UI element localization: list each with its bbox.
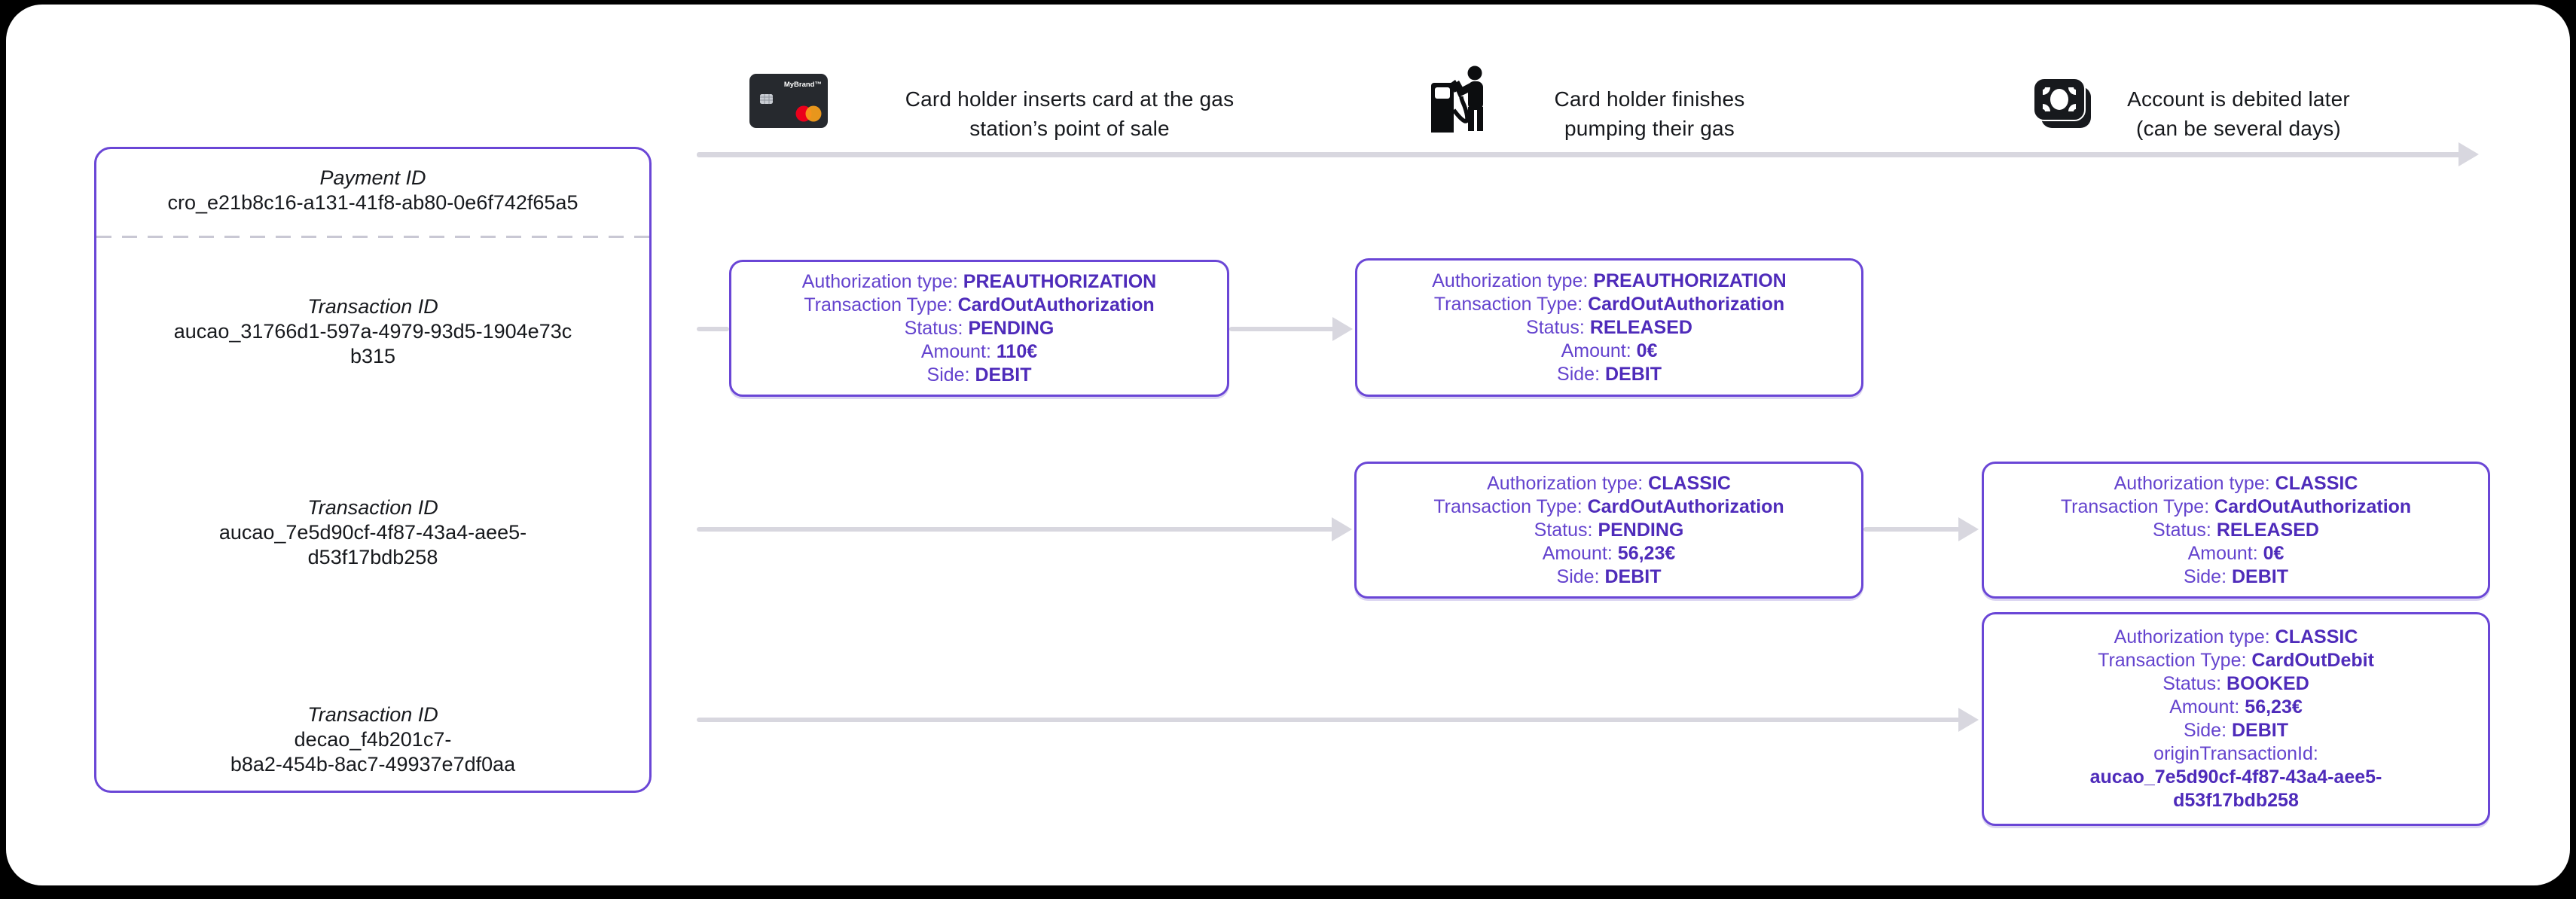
field-label: Authorization type: — [2114, 626, 2270, 648]
field-label: Status: — [1526, 316, 1585, 338]
step-caption: Card holder finishes pumping their gas — [1554, 87, 1745, 140]
transaction-id-block: Transaction ID aucao_7e5d90cf-4f87-43a4-… — [96, 495, 649, 570]
field-label: Authorization type: — [2114, 472, 2270, 494]
transaction-card: Authorization type: CLASSIC Transaction … — [1982, 462, 2490, 599]
transaction-id-value: decao_f4b201c7- b8a2-454b-8ac7-49937e7df… — [230, 728, 516, 776]
transaction-id-label: Transaction ID — [307, 295, 438, 318]
connector-line — [1863, 527, 1960, 532]
origin-transaction-value: aucao_7e5d90cf-4f87-43a4-aee5- d53f17bdb… — [2089, 766, 2382, 811]
field-value: RELEASED — [1589, 316, 1692, 338]
field-label: Transaction Type: — [804, 294, 953, 315]
connector-arrowhead-icon — [1332, 317, 1353, 341]
field-value: RELEASED — [2216, 519, 2319, 541]
field-value: PREAUTHORIZATION — [1593, 270, 1787, 291]
field-value: PENDING — [968, 317, 1055, 339]
field-label: Side: — [1557, 363, 1601, 385]
step-caption: Card holder inserts card at the gas stat… — [905, 87, 1235, 140]
connector-arrowhead-icon — [1332, 517, 1352, 541]
transaction-card: Authorization type: PREAUTHORIZATION Tra… — [729, 260, 1229, 397]
transaction-id-block: Transaction ID aucao_31766d1-597a-4979-9… — [96, 294, 649, 369]
connector-line — [1229, 327, 1335, 331]
field-value: DEBIT — [2231, 720, 2288, 741]
transaction-id-block: Transaction ID decao_f4b201c7- b8a2-454b… — [96, 702, 649, 777]
transaction-id-label: Transaction ID — [307, 496, 438, 519]
payment-id-label: Payment ID — [319, 166, 426, 189]
field-label: Status: — [2153, 519, 2211, 541]
field-label: Amount: — [920, 340, 991, 362]
field-label: Transaction Type: — [1433, 495, 1583, 517]
field-value: CLASSIC — [1648, 472, 1731, 494]
connector-arrowhead-icon — [1958, 517, 1979, 541]
field-label: Amount: — [1542, 542, 1613, 564]
field-value: 110€ — [996, 340, 1038, 362]
connector-line — [697, 327, 729, 331]
field-value: CLASSIC — [2275, 472, 2358, 494]
field-value: 56,23€ — [2245, 696, 2303, 718]
payment-id-value: cro_e21b8c16-a131-41f8-ab80-0e6f742f65a5 — [167, 191, 578, 214]
field-value: 56,23€ — [1617, 542, 1676, 564]
connector-line — [697, 527, 1333, 532]
connector-arrowhead-icon — [1958, 708, 1979, 732]
field-value: 0€ — [1636, 340, 1658, 361]
field-value: DEBIT — [2231, 565, 2288, 587]
field-value: BOOKED — [2227, 673, 2309, 694]
transaction-id-label: Transaction ID — [307, 703, 438, 726]
field-value: CardOutAuthorization — [1587, 495, 1784, 517]
field-value: 0€ — [2263, 542, 2285, 564]
field-value: DEBIT — [975, 364, 1032, 386]
payment-id-block: Payment ID cro_e21b8c16-a131-41f8-ab80-0… — [96, 166, 649, 215]
timeline-arrowhead-icon — [2458, 142, 2479, 166]
field-label: Authorization type: — [1432, 270, 1589, 291]
card-brand-text: MyBrand™ — [784, 81, 822, 89]
field-value: CLASSIC — [2275, 626, 2358, 648]
transaction-card: Authorization type: PREAUTHORIZATION Tra… — [1355, 258, 1863, 397]
field-label: Authorization type: — [801, 270, 958, 292]
transaction-card: Authorization type: CLASSIC Transaction … — [1354, 462, 1863, 599]
field-label: Amount: — [2169, 696, 2240, 718]
fuel-pump-icon — [1425, 63, 1497, 136]
step-caption: Account is debited later (can be several… — [2127, 87, 2350, 140]
credit-card-icon: MyBrand™ — [749, 74, 828, 128]
field-label: Side: — [926, 364, 970, 386]
field-value: PREAUTHORIZATION — [963, 270, 1157, 292]
origin-transaction-label: originTransactionId: — [2153, 743, 2318, 764]
field-value: CardOutAuthorization — [957, 294, 1155, 315]
transaction-card: Authorization type: CLASSIC Transaction … — [1982, 612, 2490, 826]
connector-line — [697, 718, 1960, 722]
field-label: Transaction Type: — [2060, 495, 2210, 517]
field-label: Status: — [904, 317, 963, 339]
payment-panel: Payment ID cro_e21b8c16-a131-41f8-ab80-0… — [94, 147, 652, 793]
field-value: PENDING — [1598, 519, 1684, 541]
field-label: Transaction Type: — [1433, 293, 1583, 315]
transaction-id-value: aucao_7e5d90cf-4f87-43a4-aee5- d53f17bdb… — [218, 521, 527, 568]
field-label: Amount: — [1561, 340, 1631, 361]
field-label: Status: — [1534, 519, 1593, 541]
field-label: Transaction Type: — [2098, 650, 2247, 671]
field-value: CardOutDebit — [2251, 650, 2374, 671]
field-label: Side: — [1556, 565, 1600, 587]
dashed-divider — [96, 236, 649, 238]
field-value: CardOutAuthorization — [1588, 293, 1785, 315]
field-label: Status: — [2162, 673, 2222, 694]
field-value: CardOutAuthorization — [2214, 495, 2412, 517]
field-label: Side: — [2184, 565, 2227, 587]
timeline-arrow — [697, 152, 2461, 157]
field-value: DEBIT — [1604, 565, 1662, 587]
field-value: DEBIT — [1604, 363, 1662, 385]
field-label: Authorization type: — [1487, 472, 1644, 494]
field-label: Amount: — [2187, 542, 2258, 564]
transaction-id-value: aucao_31766d1-597a-4979-93d5-1904e73c b3… — [173, 320, 572, 367]
field-label: Side: — [2184, 720, 2227, 741]
banknote-icon — [2029, 75, 2098, 134]
